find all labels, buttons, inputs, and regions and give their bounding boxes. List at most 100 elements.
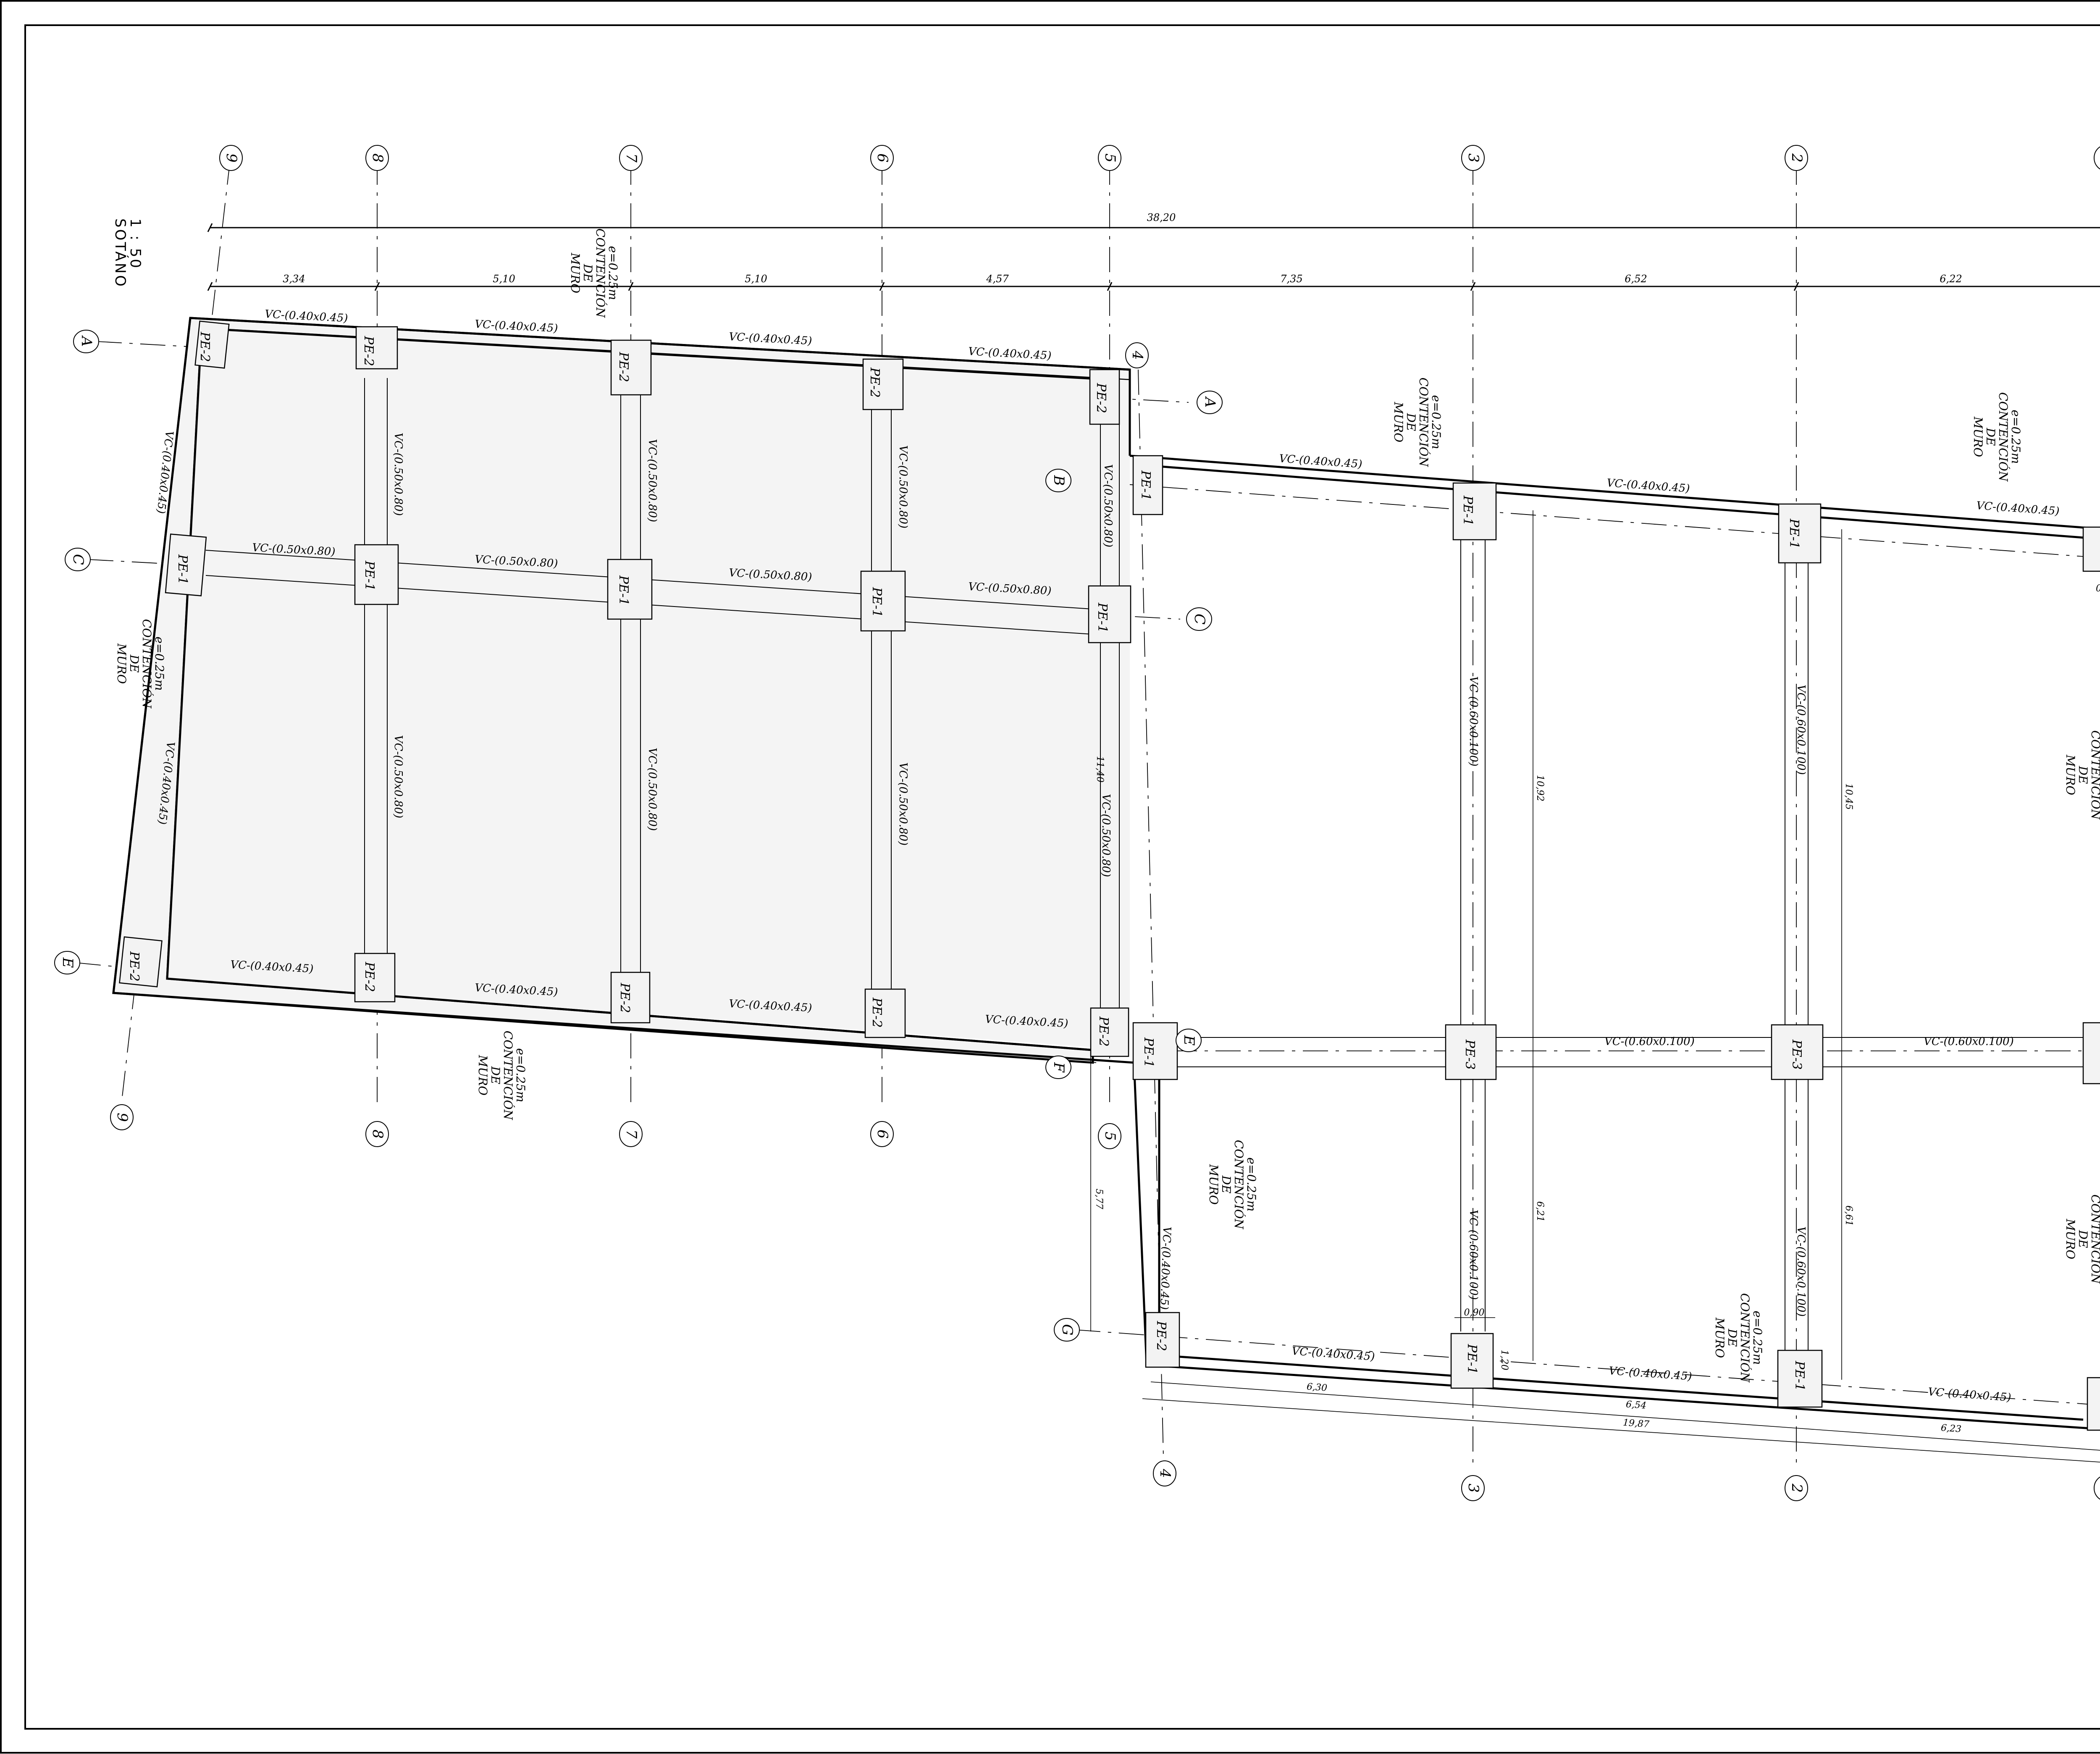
svg-text:G: G (1059, 1324, 1076, 1335)
top-dimensions (207, 223, 2100, 291)
axis-bubbles-lettered: A A B B C C E E F F G G (54, 330, 1223, 1342)
footing-label: PE-1 (1141, 1037, 1156, 1068)
svg-text:1: 1 (2097, 1484, 2100, 1493)
beam-label: VC-(0.60x0.100) (1795, 1226, 1807, 1317)
svg-text:C: C (70, 554, 87, 565)
svg-text:CONTENCIÓN: CONTENCIÓN (1417, 378, 1431, 467)
axis-bubble-6: 6 (870, 145, 894, 171)
axis-bubble-F-mid: F (1045, 1056, 1071, 1079)
top-dimension-labels: 38,20 3,34 5,10 5,10 4,57 7,35 6,52 6,22 (283, 212, 1962, 285)
axis-bubble-6-bottom: 6 (870, 1121, 894, 1147)
svg-text:E: E (1181, 1035, 1197, 1046)
dimension-label: 10,92 (1535, 775, 1545, 801)
svg-text:MURO: MURO (1391, 402, 1405, 442)
svg-text:5: 5 (1102, 153, 1118, 163)
footing-label: PE-2 (869, 997, 884, 1028)
dimension-label: 1,20 (1499, 1350, 1509, 1371)
title-block: SOTÁNO 1 : 50 (112, 218, 144, 288)
inner-frame (24, 24, 2100, 1730)
footing-label: PE-2 (361, 336, 376, 366)
svg-text:MURO: MURO (2063, 754, 2077, 795)
svg-text:DE: DE (581, 264, 595, 282)
svg-text:CONTENCIÓN: CONTENCIÓN (1996, 392, 2011, 482)
svg-text:e=0.25m: e=0.25m (606, 246, 620, 300)
beam-label: VC-(0.50x0.80) (1100, 794, 1112, 877)
svg-text:6: 6 (874, 153, 891, 163)
footing-label: PE-3 (1462, 1039, 1477, 1070)
footing-label: PE-1 (2097, 1043, 2100, 1074)
beam-label: VC-(0.60x0.100) (1467, 1210, 1480, 1300)
drawing-scale: 1 : 50 (127, 218, 144, 270)
svg-text:DE: DE (2076, 1230, 2090, 1248)
svg-text:MURO: MURO (568, 252, 582, 293)
beam-label: VC-(0.50x0.80) (392, 735, 404, 818)
svg-text:8: 8 (369, 1129, 386, 1139)
axis-bubble-3: 3 (1461, 145, 1485, 171)
axis-bubble-9-bottom: 9 (110, 1104, 134, 1130)
footing-label: PE-1 (2097, 539, 2100, 570)
svg-text:DE: DE (1984, 428, 1998, 446)
footing-label: PE-1 (1460, 495, 1475, 526)
footing-label: PE-1 (1138, 470, 1153, 501)
axis-bubble-C-left: C (65, 548, 91, 571)
axis-bubble-7: 7 (619, 145, 643, 171)
axis-bubble-E-left: E (54, 951, 80, 974)
svg-text:4: 4 (1129, 350, 1146, 360)
svg-text:MURO: MURO (1207, 1164, 1221, 1205)
axis-bubble-C-mid: C (1186, 607, 1212, 631)
beam-label: VC-(0.50x0.80) (392, 433, 404, 516)
beam-label: VC-(0.60x0.100) (1604, 1035, 1695, 1048)
svg-text:CONTENCIÓN: CONTENCIÓN (1232, 1140, 1246, 1230)
drawing-title: SOTÁNO (112, 218, 129, 288)
svg-text:B: B (1050, 475, 1067, 486)
svg-text:MURO: MURO (476, 1055, 490, 1095)
beam-label: VC-(0.60x0.100) (1467, 676, 1480, 767)
footing-label: PE-1 (1465, 1344, 1479, 1374)
beam-label: VC-(0.40x0.45) (1292, 1345, 1376, 1363)
beam-label: VC-(0.50x0.80) (646, 439, 659, 522)
svg-text:e=0.25m: e=0.25m (514, 1048, 528, 1103)
dimension-label: 4,57 (986, 273, 1009, 285)
footings (119, 320, 2100, 1431)
dimension-label: 5,77 (1094, 1189, 1104, 1209)
bottom-dimension-labels: 0,90 1,20 6,30 6,54 6,23 19,87 (1306, 1308, 1962, 1435)
axis-bubble-2: 2 (1785, 145, 1808, 171)
dimension-label: 38,20 (1147, 212, 1176, 223)
svg-text:2: 2 (1788, 1483, 1805, 1493)
dimension-label: 6,61 (1843, 1205, 1854, 1226)
footing-label: PE-1 (616, 575, 631, 606)
dimension-label: 3,34 (283, 273, 305, 285)
right-dimension-labels: 1,20 10,00 18,24 7,09 0,90 (2096, 583, 2100, 594)
dimension-label: 6,52 (1625, 273, 1647, 285)
footing-label: PE-2 (616, 352, 631, 382)
beam-label: VC-(0.40x0.45) (729, 331, 812, 347)
beam-label: VC-(0.60x0.100) (1924, 1035, 2014, 1048)
dimension-label: 0,90 (2096, 583, 2100, 594)
svg-text:CONTENCIÓN: CONTENCIÓN (501, 1031, 515, 1121)
dimension-label: 11,40 (1095, 756, 1105, 782)
axis-bubble-4-bottom: 4 (1153, 1460, 1176, 1486)
axis-bubble-A-left: A (73, 330, 99, 353)
svg-text:CONTENCIÓN: CONTENCIÓN (593, 228, 608, 318)
footing-label: PE-1 (869, 587, 884, 617)
axis-bubble-A-mid: A (1197, 391, 1223, 414)
footing-label: PE-1 (175, 554, 190, 585)
svg-text:9: 9 (223, 153, 240, 163)
svg-text:C: C (1191, 614, 1208, 625)
beam-label: VC-(0.50x0.80) (897, 445, 909, 528)
axis-bubbles-bottom: 9 8 7 6 5 4 3 2 1 (110, 1104, 2100, 1501)
interior-dimension-labels: 11,40 10,92 10,45 5,77 6,21 6,61 (1094, 756, 1854, 1226)
svg-text:1: 1 (2097, 153, 2100, 163)
dimension-label: 10,45 (1843, 783, 1854, 810)
axis-bubble-4: 4 (1125, 342, 1149, 368)
footing-label: PE-2 (362, 961, 377, 992)
